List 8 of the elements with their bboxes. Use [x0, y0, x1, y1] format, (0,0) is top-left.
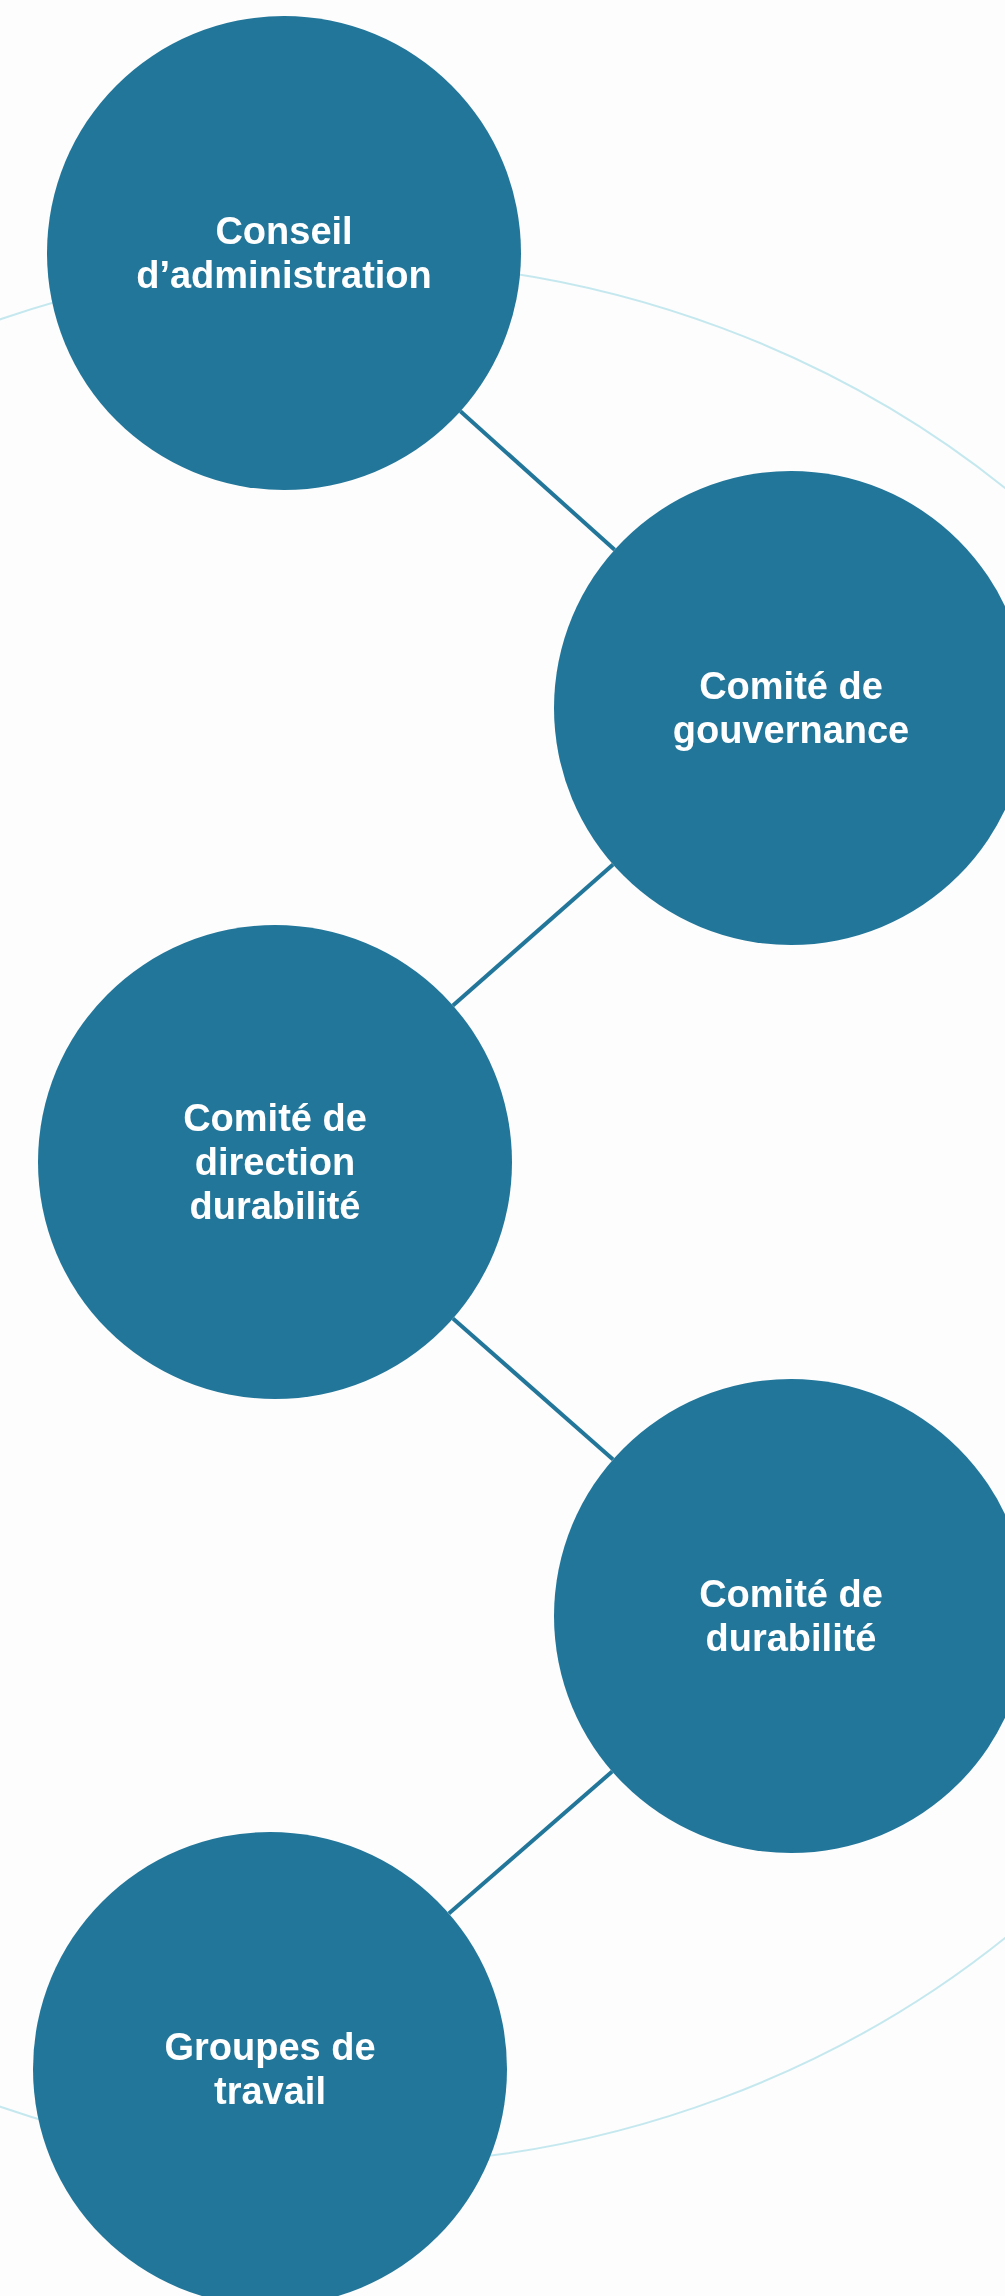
- node-label: Groupes de travail: [163, 2025, 377, 2113]
- node-label: Conseil d’administration: [135, 209, 433, 297]
- node-label: Comité de direction durabilité: [182, 1096, 368, 1228]
- connector-line: [459, 409, 616, 552]
- node-label: Comité de gouvernance: [671, 664, 911, 752]
- connector-line: [451, 1317, 615, 1461]
- node-label: Comité de durabilité: [698, 1572, 884, 1660]
- connector-line: [451, 863, 615, 1007]
